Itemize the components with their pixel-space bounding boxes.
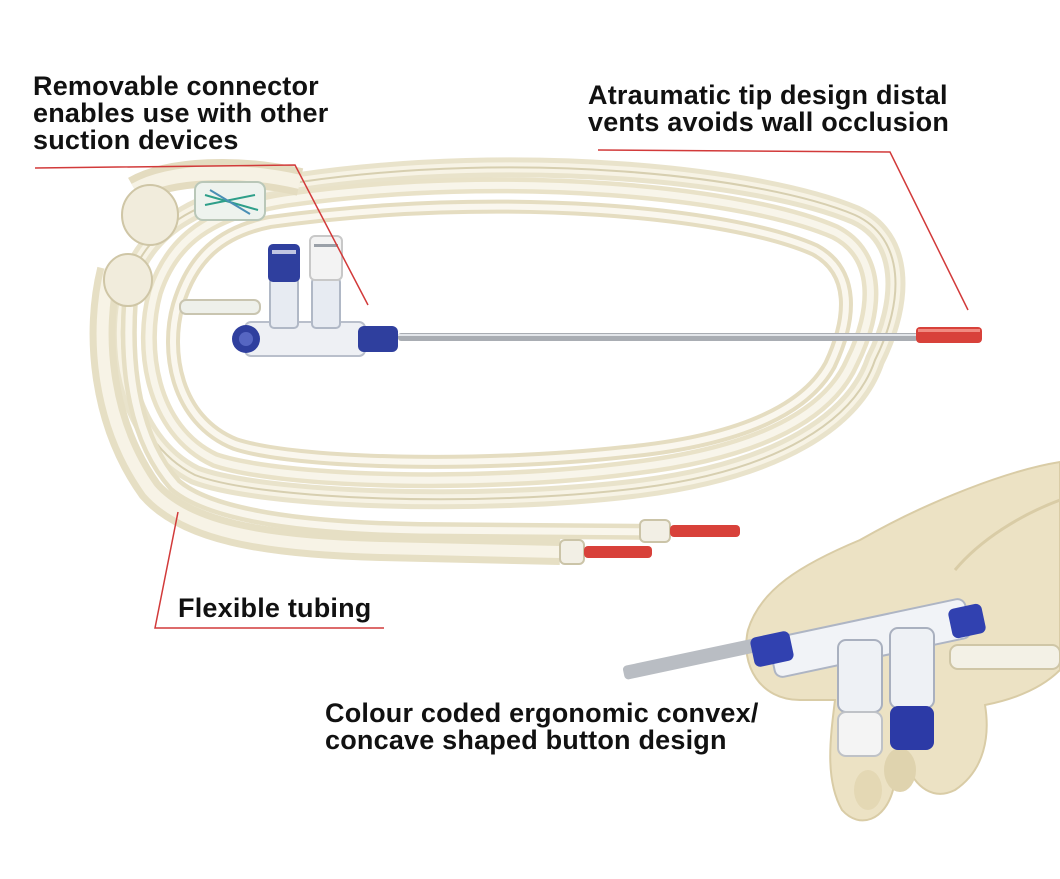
leader-line-tubing (154, 511, 384, 629)
leader-line-connector (34, 164, 369, 306)
leader-line-tip (597, 149, 969, 311)
annotation-line: concave shaped button design (325, 725, 727, 755)
flexible-tubing-coil (89, 157, 906, 565)
trumpet-valve-handpiece (179, 235, 398, 357)
leader-lines (34, 149, 969, 629)
spike-connectors (103, 181, 266, 307)
annotation-line: Flexible tubing (178, 593, 372, 623)
annotation-line: Colour coded ergonomic convex/ (325, 698, 759, 728)
annotation-atraumatic-tip: Atraumatic tip design distal vents avoid… (588, 82, 949, 136)
annotation-button-design: Colour coded ergonomic convex/ concave s… (325, 700, 759, 754)
suction-probe (398, 327, 982, 343)
annotation-removable-connector: Removable connector enables use with oth… (33, 73, 328, 154)
gloved-hand-inset (622, 460, 1060, 822)
annotation-line: Removable connector (33, 71, 319, 101)
annotation-line: vents avoids wall occlusion (588, 107, 950, 137)
annotation-flexible-tubing: Flexible tubing (178, 595, 372, 622)
annotation-line: suction devices (33, 125, 239, 155)
annotation-line: Atraumatic tip design distal (588, 80, 948, 110)
tubing-end-caps (559, 519, 740, 565)
annotation-line: enables use with other (33, 98, 329, 128)
